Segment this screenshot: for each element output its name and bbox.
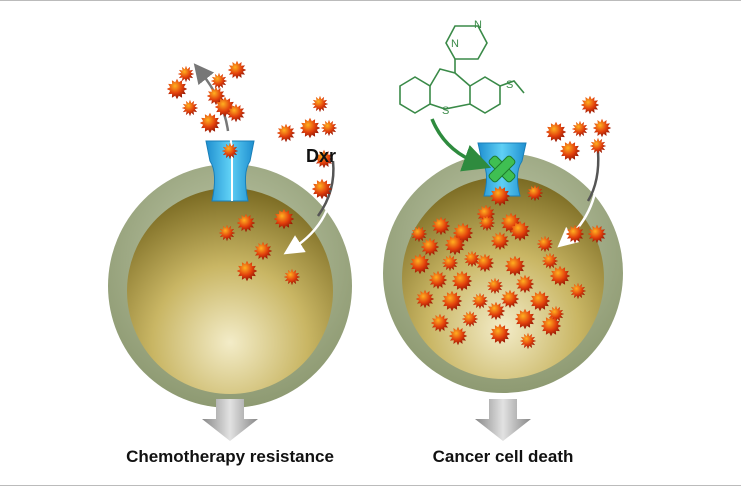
drug-particle — [461, 310, 479, 328]
drug-particle — [166, 78, 188, 100]
drug-particle — [565, 224, 585, 244]
inhibitor-molecule-structure — [399, 25, 525, 114]
drug-particle — [431, 216, 451, 236]
atom-label: S — [506, 79, 513, 91]
drug-particle — [181, 99, 199, 117]
drug-particle — [486, 277, 504, 295]
outcome-label-right: Cancer cell death — [432, 447, 574, 466]
outcome-label-left: Chemotherapy resistance — [126, 447, 334, 466]
drug-particle — [526, 184, 544, 202]
drug-particle — [540, 315, 562, 337]
drug-particle — [311, 178, 333, 200]
drug-particle — [509, 220, 531, 242]
drug-particle — [559, 140, 581, 162]
drug-particle — [451, 270, 473, 292]
drug-particle — [226, 103, 246, 123]
drug-particle — [441, 254, 459, 272]
drug-label: Dxr — [306, 146, 337, 166]
down-arrow-right — [475, 399, 531, 441]
drug-particle — [430, 313, 450, 333]
atom-label: S — [442, 105, 449, 117]
drug-particle — [500, 289, 520, 309]
drug-particle — [311, 95, 329, 113]
drug-particle — [514, 308, 536, 330]
drug-particle — [227, 60, 247, 80]
drug-particle — [415, 289, 435, 309]
resistant-cancer-cell — [108, 164, 352, 408]
drug-particle — [569, 282, 587, 300]
drug-particle — [210, 72, 228, 90]
drug-particle — [236, 260, 258, 282]
drug-particle — [283, 268, 301, 286]
drug-particle — [199, 112, 221, 134]
drug-particle — [580, 95, 600, 115]
drug-particle — [489, 185, 511, 207]
drug-particle — [276, 123, 296, 143]
drug-particle — [592, 118, 612, 138]
influx-arrow-right-outer — [586, 150, 600, 202]
drug-particle — [221, 142, 239, 160]
drug-particle — [547, 305, 565, 323]
doxorubicin-particles — [166, 60, 612, 350]
drug-particle — [463, 250, 481, 268]
drug-particle — [529, 290, 551, 312]
drug-particle — [448, 326, 468, 346]
drug-particle — [500, 212, 522, 234]
efflux-pump-left — [205, 140, 255, 202]
down-arrow-left — [202, 399, 258, 441]
drug-particle — [541, 252, 559, 270]
drug-particle — [218, 224, 236, 242]
drug-particle — [587, 224, 607, 244]
drug-particle — [314, 149, 334, 169]
drug-particle — [236, 213, 256, 233]
drug-particle — [545, 121, 567, 143]
inhibitor-cross-icon — [488, 155, 516, 183]
drug-particle — [504, 255, 526, 277]
drug-particle — [420, 237, 440, 257]
cytoplasm — [127, 188, 333, 394]
drug-particle — [519, 332, 537, 350]
drug-particle — [441, 290, 463, 312]
drug-particle — [320, 119, 338, 137]
drug-particle — [476, 204, 496, 224]
drug-particle — [410, 225, 428, 243]
drug-particle — [444, 234, 466, 256]
inhibitor-arrow — [430, 118, 492, 172]
drug-particle — [486, 301, 506, 321]
drug-particle — [177, 65, 195, 83]
drug-particle — [273, 208, 295, 230]
drug-particle — [589, 137, 607, 155]
drug-particle — [471, 292, 489, 310]
drug-particle — [475, 253, 495, 273]
drug-particle — [253, 241, 273, 261]
drug-particle — [536, 235, 554, 253]
drug-particle — [478, 214, 496, 232]
drug-particle — [428, 270, 448, 290]
drug-particle — [571, 120, 589, 138]
drug-particle — [299, 117, 321, 139]
drug-particle — [515, 274, 535, 294]
drug-particle — [490, 231, 510, 251]
drug-particle — [489, 323, 511, 345]
drug-particle — [549, 265, 571, 287]
drug-particle — [409, 253, 431, 275]
atom-label: N — [474, 19, 482, 31]
drug-particle — [214, 96, 236, 118]
drug-particle — [206, 86, 226, 106]
atom-label: N — [451, 38, 459, 50]
drug-particle — [452, 222, 474, 244]
